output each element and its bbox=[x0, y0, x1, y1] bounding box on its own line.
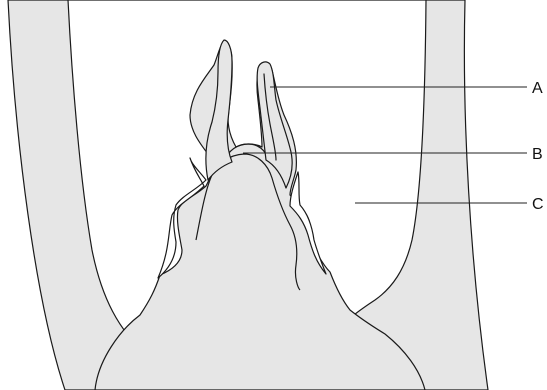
label-a: A bbox=[532, 80, 543, 97]
label-b: B bbox=[532, 146, 543, 163]
label-c: C bbox=[532, 196, 544, 213]
